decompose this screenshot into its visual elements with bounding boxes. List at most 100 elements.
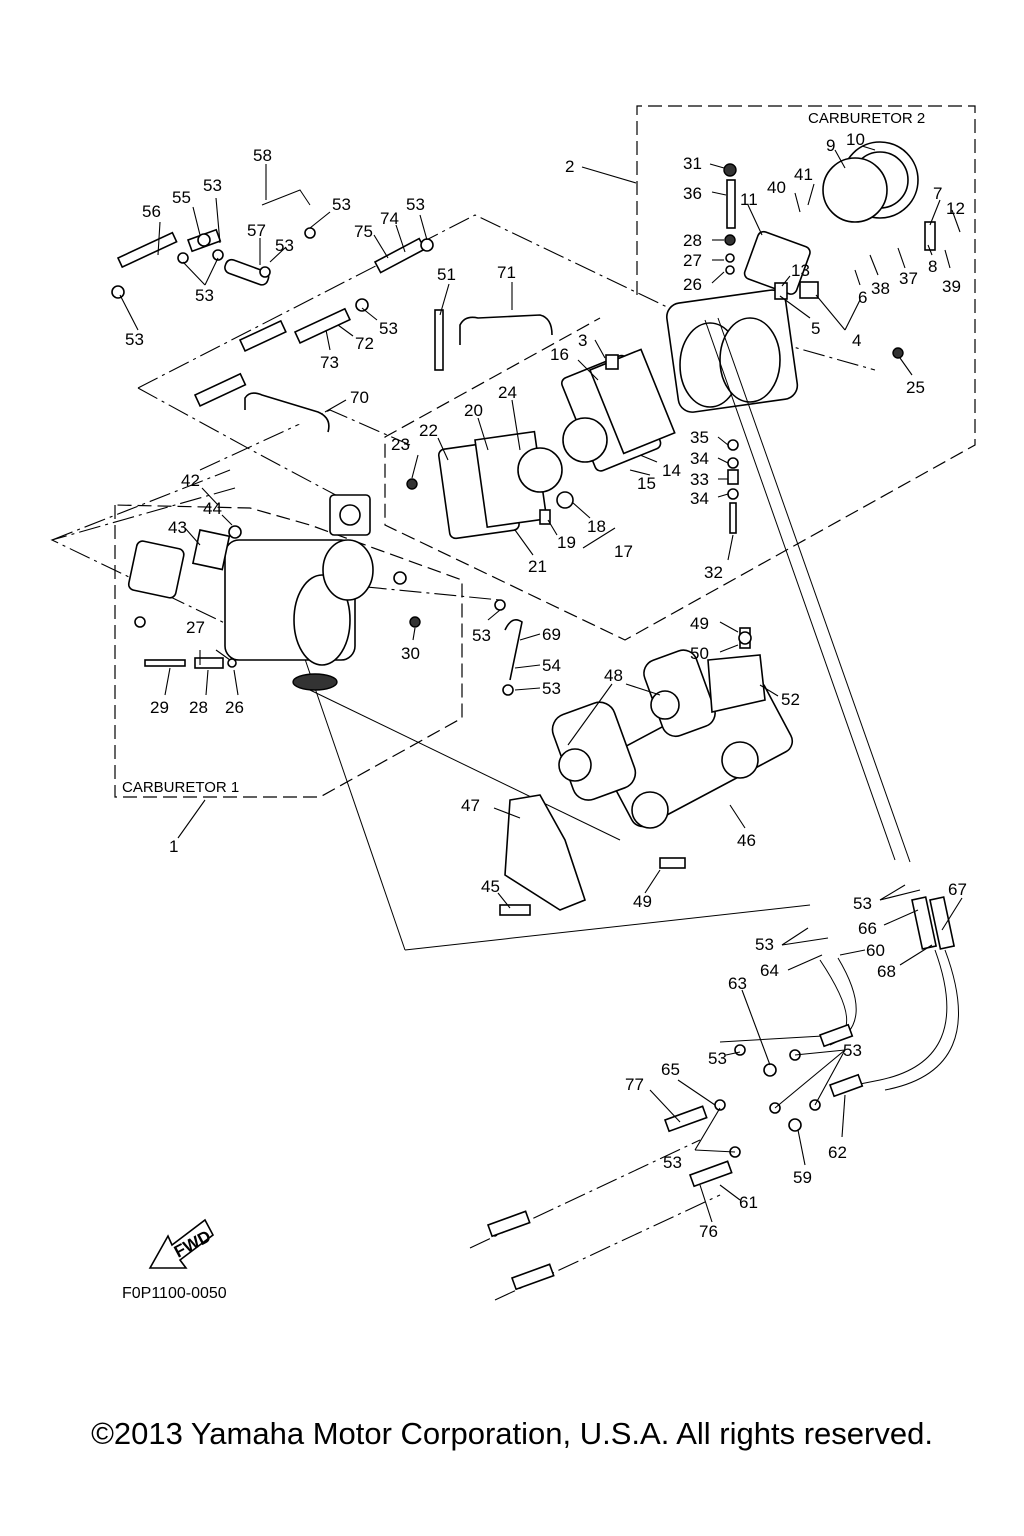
callout-53: 53	[275, 236, 294, 255]
callout-48: 48	[604, 666, 623, 685]
diagram-code: F0P1100-0050	[122, 1285, 227, 1302]
callout-59: 59	[793, 1168, 812, 1187]
callout-73: 73	[320, 353, 339, 372]
callout-15: 15	[637, 474, 656, 493]
callout-50: 50	[690, 644, 709, 663]
callout-71: 71	[497, 263, 516, 282]
callout-42: 42	[181, 471, 200, 490]
fuel-hose-parts-top	[111, 189, 553, 433]
callout-47: 47	[461, 796, 480, 815]
callout-53: 53	[406, 195, 425, 214]
part-callouts: 58 53 55 56 53 57 53 74 53 75 53 53 53 5…	[125, 130, 967, 1241]
callout-30: 30	[401, 644, 420, 663]
callout-62: 62	[828, 1143, 847, 1162]
callout-6: 6	[858, 288, 867, 307]
callout-40: 40	[767, 178, 786, 197]
callout-34: 34	[690, 449, 709, 468]
callout-53: 53	[203, 176, 222, 195]
callout-56: 56	[142, 202, 161, 221]
callout-19: 19	[557, 533, 576, 552]
callout-46: 46	[737, 831, 756, 850]
callout-41: 41	[794, 165, 813, 184]
callout-17: 17	[614, 542, 633, 561]
callout-14: 14	[662, 461, 681, 480]
callout-44: 44	[203, 499, 222, 518]
callout-55: 55	[172, 188, 191, 207]
callout-23: 23	[391, 435, 410, 454]
callout-13: 13	[791, 261, 810, 280]
callout-53: 53	[332, 195, 351, 214]
callout-29: 29	[150, 698, 169, 717]
callout-12: 12	[946, 199, 965, 218]
forward-direction-arrow: FWD	[148, 1218, 214, 1269]
callout-68: 68	[877, 962, 896, 981]
carburetor-1-boundary: CARBURETOR 1	[114, 504, 463, 798]
callout-54: 54	[542, 656, 561, 675]
callout-53: 53	[542, 679, 561, 698]
callout-32: 32	[704, 563, 723, 582]
callout-8: 8	[928, 257, 937, 276]
callout-49: 49	[690, 614, 709, 633]
callout-43: 43	[168, 518, 187, 537]
callout-65: 65	[661, 1060, 680, 1079]
callout-34: 34	[690, 489, 709, 508]
intake-manifold	[499, 627, 794, 916]
callout-77: 77	[625, 1075, 644, 1094]
callout-28: 28	[683, 231, 702, 250]
callout-28: 28	[189, 698, 208, 717]
callout-58: 58	[253, 146, 272, 165]
callout-75: 75	[354, 222, 373, 241]
callout-24: 24	[498, 383, 517, 402]
carburetor-1-title: CARBURETOR 1	[122, 779, 239, 796]
callout-35: 35	[690, 428, 709, 447]
callout-38: 38	[871, 279, 890, 298]
callout-76: 76	[699, 1222, 718, 1241]
leader-lines	[119, 145, 963, 1223]
callout-22: 22	[419, 421, 438, 440]
callout-53: 53	[708, 1049, 727, 1068]
callout-26: 26	[683, 275, 702, 294]
callout-63: 63	[728, 974, 747, 993]
callout-1: 1	[169, 837, 178, 856]
callout-70: 70	[350, 388, 369, 407]
callout-21: 21	[528, 557, 547, 576]
callout-27: 27	[683, 251, 702, 270]
callout-25: 25	[906, 378, 925, 397]
callout-20: 20	[464, 401, 483, 420]
carburetor-2-boundary: CARBURETOR 2	[384, 105, 976, 641]
callout-4: 4	[852, 331, 861, 350]
callout-57: 57	[247, 221, 266, 240]
callout-7: 7	[933, 184, 942, 203]
callout-53: 53	[663, 1153, 682, 1172]
callout-31: 31	[683, 154, 702, 173]
callout-67: 67	[948, 880, 967, 899]
callout-53: 53	[195, 286, 214, 305]
callout-49: 49	[633, 892, 652, 911]
callout-33: 33	[690, 470, 709, 489]
copyright-notice: ©2013 Yamaha Motor Corporation, U.S.A. A…	[91, 1416, 933, 1451]
callout-74: 74	[380, 209, 399, 228]
callout-10: 10	[846, 130, 865, 149]
callout-3: 3	[578, 331, 587, 350]
carburetor-1-assembly	[127, 494, 523, 696]
callout-18: 18	[587, 517, 606, 536]
callout-69: 69	[542, 625, 561, 644]
carburetor-2-title: CARBURETOR 2	[808, 110, 925, 127]
callout-53: 53	[843, 1041, 862, 1060]
callout-37: 37	[899, 269, 918, 288]
callout-9: 9	[826, 136, 835, 155]
carburetor-2-assembly	[406, 141, 936, 540]
callout-53: 53	[125, 330, 144, 349]
callout-51: 51	[437, 265, 456, 284]
callout-26: 26	[225, 698, 244, 717]
callout-53: 53	[755, 935, 774, 954]
callout-60: 60	[866, 941, 885, 960]
callout-5: 5	[811, 319, 820, 338]
callout-39: 39	[942, 277, 961, 296]
callout-11: 11	[740, 190, 758, 209]
callout-53: 53	[379, 319, 398, 338]
callout-2: 2	[565, 157, 574, 176]
callout-36: 36	[683, 184, 702, 203]
callout-64: 64	[760, 961, 779, 980]
